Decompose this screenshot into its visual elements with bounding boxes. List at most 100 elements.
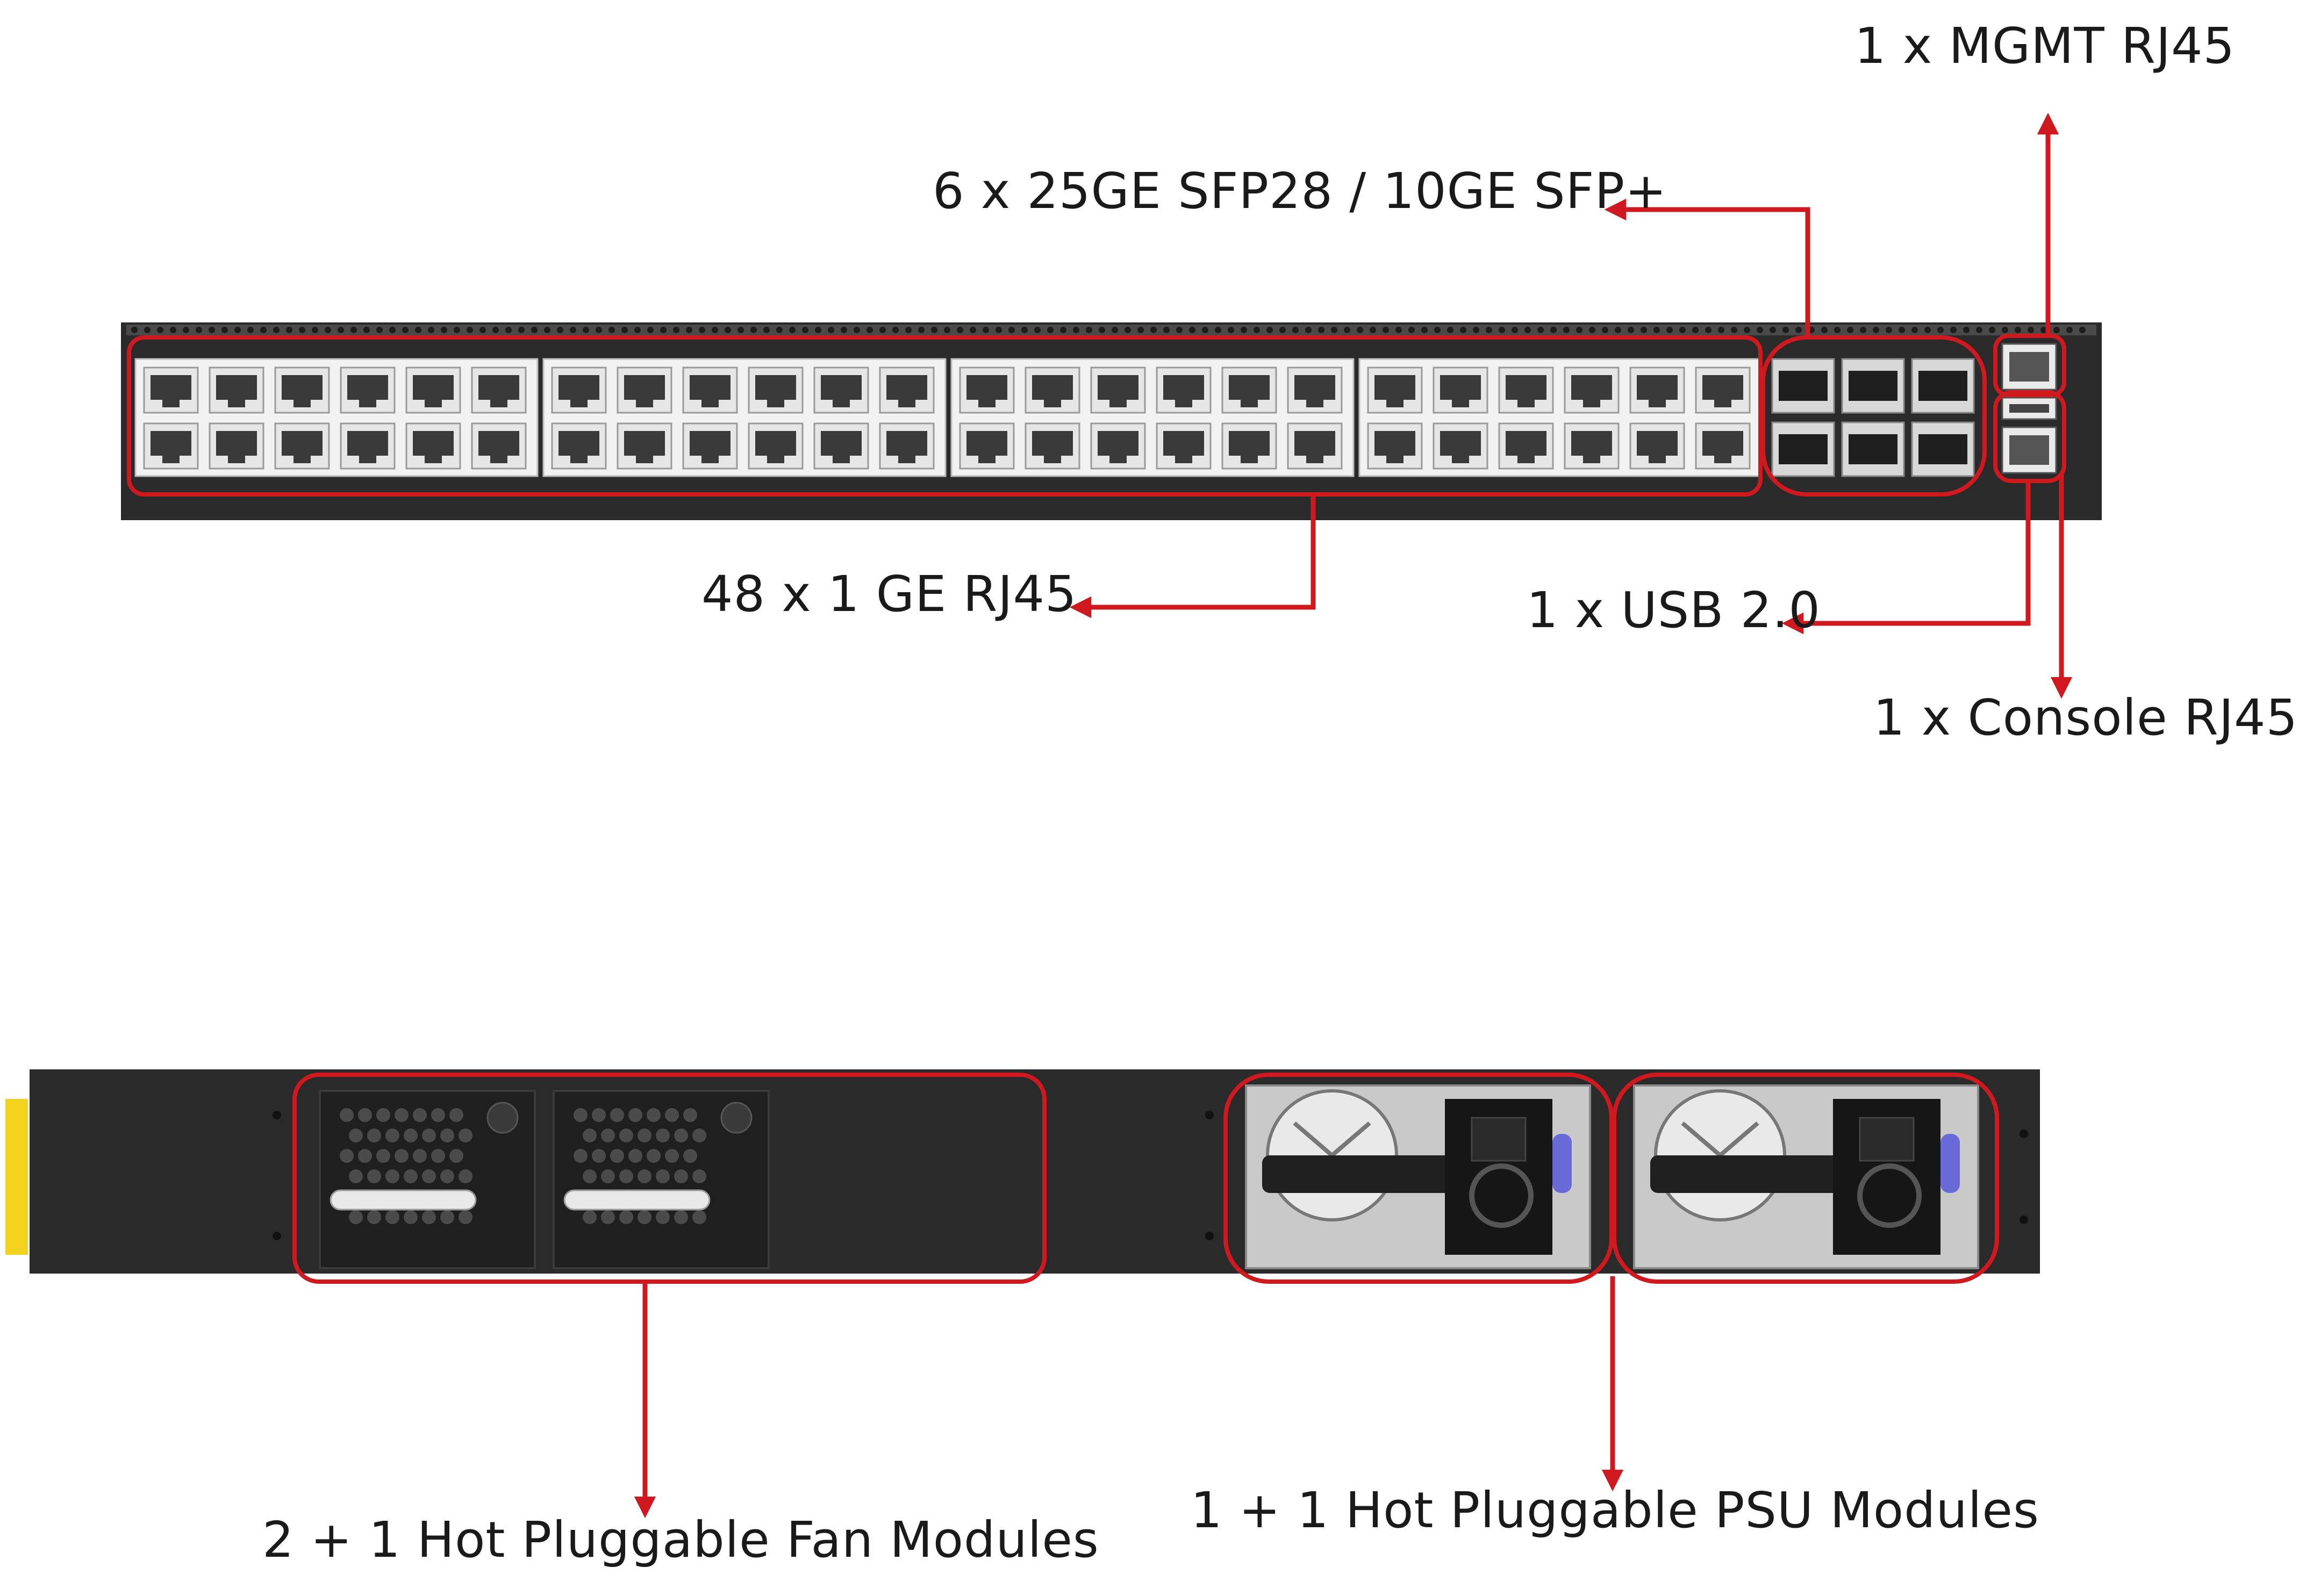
rj45-port-cavity xyxy=(1702,375,1743,400)
rj45-port-latch xyxy=(898,456,915,463)
rj45-port-latch xyxy=(767,456,784,463)
fan-grille-hole xyxy=(340,1149,354,1163)
vent-hole xyxy=(776,327,783,333)
fan-grille-hole xyxy=(459,1210,472,1224)
vent-hole xyxy=(1602,327,1608,333)
sfp-cage-opening xyxy=(1779,371,1828,401)
vent-hole xyxy=(131,327,138,333)
rj45-port-latch xyxy=(701,456,719,463)
vent-hole xyxy=(557,327,563,333)
rj45-port-cavity xyxy=(1294,375,1335,400)
vent-hole xyxy=(828,327,834,333)
vent-hole xyxy=(338,327,344,333)
rj45-port-latch xyxy=(425,456,442,463)
vent-hole xyxy=(1099,327,1105,333)
vent-hole xyxy=(957,327,963,333)
rj45-port-latch xyxy=(228,456,245,463)
rj45-port-cavity xyxy=(755,375,796,400)
console-port-cavity xyxy=(2009,435,2049,465)
screw-hole xyxy=(1205,1232,1214,1240)
vent-hole xyxy=(660,327,667,333)
fan-grille-hole xyxy=(628,1108,642,1122)
vent-hole xyxy=(1125,327,1131,333)
rj45-port-cavity xyxy=(151,375,191,400)
fan-grille-hole xyxy=(656,1210,670,1224)
fan-grille-hole xyxy=(349,1210,363,1224)
vent-hole xyxy=(1873,327,1879,333)
vent-hole xyxy=(983,327,989,333)
vent-hole xyxy=(1395,327,1402,333)
vent-hole xyxy=(415,327,421,333)
fan-grille-hole xyxy=(619,1128,633,1142)
rj45-port-latch xyxy=(767,400,784,407)
vent-hole xyxy=(570,327,576,333)
fan-grille-hole xyxy=(601,1128,615,1142)
vent-hole xyxy=(892,327,899,333)
sfp-cage-opening xyxy=(1849,434,1897,464)
rj45-port-cavity xyxy=(1163,375,1204,400)
vent-hole xyxy=(441,327,447,333)
rj45-port-cavity xyxy=(478,375,519,400)
fan-grille-hole xyxy=(404,1169,418,1183)
usb-port-cavity xyxy=(2009,404,2049,413)
mgmt-port-cavity xyxy=(2009,352,2049,382)
usb-leader xyxy=(1781,481,2031,635)
screw-hole xyxy=(273,1111,281,1119)
vent-hole xyxy=(867,327,873,333)
fan-grille-hole xyxy=(449,1149,463,1163)
fan-grille-hole xyxy=(431,1108,445,1122)
fan-grille-hole xyxy=(601,1169,615,1183)
rj45-port-cavity xyxy=(1229,375,1270,400)
rj45-port-cavity xyxy=(1163,431,1204,456)
rj45-port-cavity xyxy=(151,431,191,456)
rj45-port-latch xyxy=(359,456,376,463)
fan-modules xyxy=(319,1090,770,1269)
fan-handle xyxy=(563,1189,711,1211)
vent-hole xyxy=(1950,327,1957,333)
vent-hole xyxy=(389,327,396,333)
vent-hole xyxy=(1821,327,1828,333)
vent-hole xyxy=(1744,327,1750,333)
rj45-port-latch xyxy=(228,400,245,407)
vent-hole xyxy=(1266,327,1273,333)
rj45-port-cavity xyxy=(1032,375,1073,400)
vent-hole xyxy=(2053,327,2060,333)
rj45-port-latch xyxy=(1452,400,1469,407)
fan-grille-hole xyxy=(583,1128,597,1142)
fan-grille-hole xyxy=(358,1108,372,1122)
vent-hole xyxy=(1847,327,1853,333)
fan-grille-hole xyxy=(340,1108,354,1122)
psu-2-highlight xyxy=(1612,1073,1999,1284)
rj45-port-cavity xyxy=(1571,431,1612,456)
rj45-port-latch xyxy=(162,456,180,463)
fan-grille-hole xyxy=(431,1149,445,1163)
fan-grille-hole xyxy=(638,1169,651,1183)
fan-grille-hole xyxy=(367,1210,381,1224)
mgmt-highlight xyxy=(1993,334,2066,397)
fan-grille-hole xyxy=(349,1169,363,1183)
fan-grille-hole xyxy=(367,1128,381,1142)
vent-hole xyxy=(1344,327,1350,333)
rj45-port-cavity xyxy=(1637,431,1678,456)
rj45-port-cavity xyxy=(413,431,454,456)
screw-hole xyxy=(1205,1111,1214,1119)
vent-hole xyxy=(1228,327,1234,333)
rj45-block xyxy=(950,358,1355,477)
fan-grille-hole xyxy=(583,1169,597,1183)
rj45-port-latch xyxy=(570,456,588,463)
vent-hole xyxy=(1305,327,1312,333)
rj45-port-latch xyxy=(293,456,311,463)
rj45-port-latch xyxy=(1583,400,1600,407)
vent-hole xyxy=(505,327,512,333)
rj45-port-cavity xyxy=(886,375,927,400)
vent-hole xyxy=(1357,327,1363,333)
rj45-callout: 48 x 1 GE RJ45 xyxy=(701,565,1077,623)
vent-hole xyxy=(1086,327,1092,333)
vent-hole xyxy=(1550,327,1557,333)
vent-hole xyxy=(376,327,383,333)
fan-grille-hole xyxy=(385,1210,399,1224)
vent-hole xyxy=(402,327,409,333)
vent-hole xyxy=(1512,327,1518,333)
cable-clip xyxy=(1469,1163,1534,1228)
